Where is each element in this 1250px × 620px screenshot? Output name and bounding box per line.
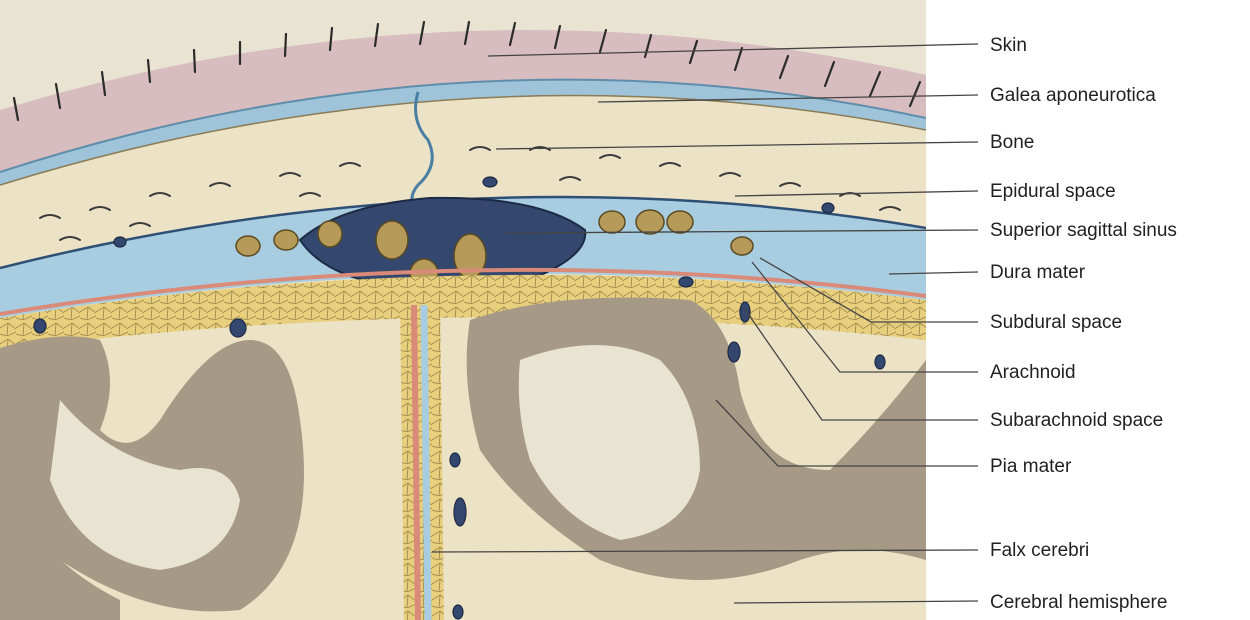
label-epidural-space: Epidural space bbox=[990, 181, 1116, 202]
label-pia-mater: Pia mater bbox=[990, 456, 1072, 477]
label-bone: Bone bbox=[990, 132, 1034, 153]
label-superior-sagittal-sinus: Superior sagittal sinus bbox=[990, 220, 1177, 241]
label-subdural-space: Subdural space bbox=[990, 312, 1122, 333]
labels: Skin Galea aponeurotica Bone Epidural sp… bbox=[990, 35, 1177, 613]
label-galea-aponeurotica: Galea aponeurotica bbox=[990, 85, 1156, 106]
label-dura-mater: Dura mater bbox=[990, 262, 1086, 283]
label-cerebral-hemisphere: Cerebral hemisphere bbox=[990, 592, 1167, 613]
label-falx-cerebri: Falx cerebri bbox=[990, 540, 1089, 561]
anatomy-illustration bbox=[0, 0, 926, 620]
label-arachnoid: Arachnoid bbox=[990, 362, 1076, 383]
label-subarachnoid-space: Subarachnoid space bbox=[990, 410, 1163, 431]
label-skin: Skin bbox=[990, 35, 1027, 56]
